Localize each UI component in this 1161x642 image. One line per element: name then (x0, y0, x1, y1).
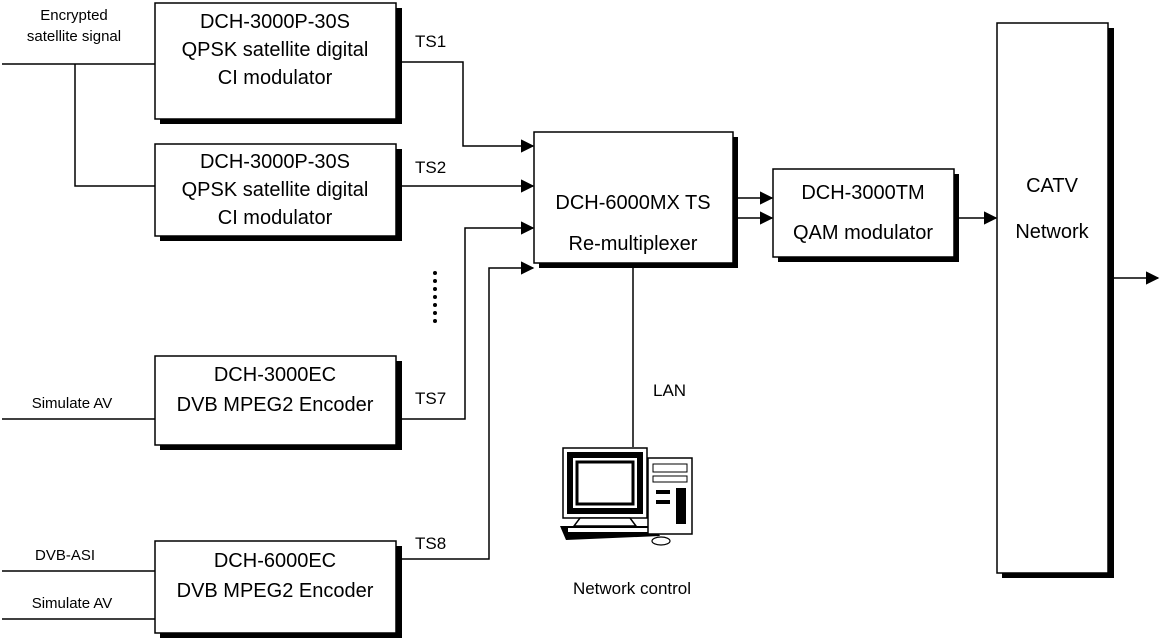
qam-subtitle: QAM modulator (793, 222, 933, 244)
labels: Encrypted satellite signal Simulate AV D… (27, 7, 1090, 612)
mod2-title: DCH-3000P-30S (200, 151, 350, 173)
ts7-line (396, 221, 535, 420)
box-qam (772, 168, 959, 262)
wires (2, 61, 1160, 620)
enc1-subtitle: DVB MPEG2 Encoder (177, 394, 374, 416)
box-mod1 (154, 2, 402, 124)
box-mod2 (154, 143, 402, 241)
catv-title: CATV (1026, 175, 1079, 197)
box-enc2 (154, 540, 402, 638)
lan-label: LAN (653, 381, 686, 400)
box-enc1 (154, 355, 402, 450)
mod2-subtitle: QPSK satellite digital (182, 179, 369, 201)
remux-title: DCH-6000MX TS (555, 192, 710, 214)
ts1-label: TS1 (415, 32, 446, 51)
ellipsis-dots (433, 271, 437, 323)
mod2-desc: CI modulator (218, 207, 333, 229)
enc1-title: DCH-3000EC (214, 364, 336, 386)
sat-split-line (74, 64, 155, 187)
simulate-av-label-1: Simulate AV (32, 395, 113, 412)
simulate-av-label-2: Simulate AV (32, 595, 113, 612)
ts8-label: TS8 (415, 534, 446, 553)
enc2-title: DCH-6000EC (214, 550, 336, 572)
ts8-line (396, 261, 535, 560)
box-catv (996, 22, 1114, 578)
qam-title: DCH-3000TM (801, 182, 924, 204)
computer-icon (560, 447, 693, 546)
mod1-title: DCH-3000P-30S (200, 11, 350, 33)
ts2-label: TS2 (415, 158, 446, 177)
dvb-asi-label: DVB-ASI (35, 547, 95, 564)
mod1-desc: CI modulator (218, 67, 333, 89)
sat-signal-label-1: Encrypted (40, 7, 108, 24)
remux-subtitle: Re-multiplexer (569, 233, 698, 255)
ts7-label: TS7 (415, 389, 446, 408)
ts1-line (396, 61, 535, 153)
enc2-subtitle: DVB MPEG2 Encoder (177, 580, 374, 602)
sat-signal-label-2: satellite signal (27, 28, 121, 45)
mod1-subtitle: QPSK satellite digital (182, 39, 369, 61)
box-remux (533, 131, 738, 268)
catv-subtitle: Network (1015, 221, 1089, 243)
network-control-label: Network control (573, 579, 691, 598)
